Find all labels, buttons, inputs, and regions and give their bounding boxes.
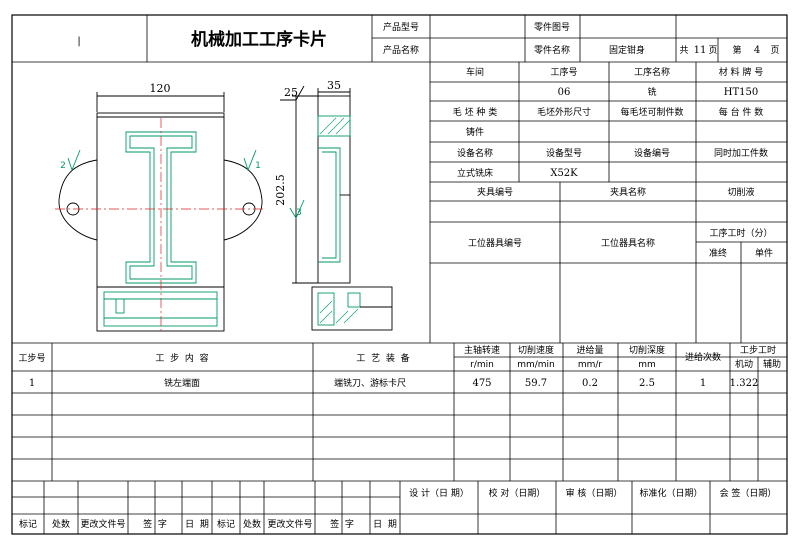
- passes-header: 进给次数: [685, 351, 721, 363]
- sheet-label: 第: [732, 44, 741, 56]
- step-row-passes: 1: [700, 378, 706, 389]
- signature-label-1: 签 字: [143, 518, 167, 530]
- part-drawing: 120 2 1: [55, 79, 393, 334]
- standardization-date-label: 标准化（日期）: [639, 487, 702, 499]
- workshop-label: 车间: [466, 66, 484, 78]
- side-view: [280, 85, 393, 331]
- process-time-label: 工序工时（分）: [709, 227, 772, 239]
- part-name-value: 固定钳身: [609, 44, 645, 56]
- card-grid: [11, 14, 788, 535]
- simultaneous-count-label: 同时加工件数: [714, 147, 768, 159]
- page-no: 4: [754, 45, 760, 56]
- dimension-angle: 25: [284, 86, 298, 99]
- datum-right: 1: [255, 161, 261, 171]
- count-label-2: 处数: [243, 518, 261, 530]
- per-blank-label: 每毛坯可制件数: [620, 106, 683, 118]
- equipment-model-value: X52K: [550, 168, 578, 179]
- equipment-header: 工 艺 装 备: [356, 352, 409, 364]
- review-date-label: 审 核（日期）: [566, 487, 623, 499]
- dimension-height: 202.5: [274, 174, 287, 206]
- signature-label-2: 签 字: [330, 518, 354, 530]
- unit-time-label: 单件: [755, 247, 773, 259]
- product-name-label: 产品名称: [383, 44, 419, 56]
- material-value: HT150: [724, 87, 758, 98]
- page-unit-2: 页: [770, 45, 779, 56]
- coolant-label: 切削液: [727, 186, 754, 198]
- cut-speed-unit: mm/min: [517, 360, 555, 370]
- step-row: 1 铣左端面 端铣刀、游标卡尺 475 59.7 0.2 2.5 1 1.322: [29, 377, 759, 389]
- station-tool-name-label: 工位器具名称: [601, 237, 655, 249]
- depth-header: 切削深度: [629, 344, 665, 356]
- aux-time-header: 辅助: [763, 358, 781, 370]
- equipment-model-label: 设备型号: [546, 147, 582, 159]
- check-date-label: 校 对（日期）: [489, 487, 546, 499]
- prep-time-label: 准终: [709, 247, 727, 259]
- change-doc-label-2: 更改文件号: [267, 518, 312, 530]
- mark-label-2: 标记: [217, 518, 235, 530]
- part-name-label: 零件名称: [534, 44, 570, 56]
- material-label: 材 料 牌 号: [719, 66, 764, 78]
- count-label-1: 处数: [52, 518, 70, 530]
- page-unit-1: 页: [708, 45, 717, 56]
- fixture-no-label: 夹具编号: [477, 186, 513, 198]
- step-time-header: 工步工时: [740, 344, 776, 356]
- equipment-name-label: 设备名称: [457, 147, 493, 159]
- step-row-depth: 2.5: [639, 378, 655, 389]
- depth-unit: mm: [638, 360, 656, 370]
- datum-side: 3: [296, 208, 302, 218]
- dimension-depth: 35: [327, 79, 341, 92]
- feed-header: 进给量: [576, 344, 603, 356]
- equipment-no-label: 设备编号: [634, 147, 670, 159]
- machine-time-header: 机动: [735, 358, 753, 370]
- step-row-content: 铣左端面: [164, 377, 200, 389]
- spindle-header: 主轴转速: [464, 344, 500, 356]
- process-name-label: 工序名称: [634, 66, 670, 78]
- card-title: 机械加工工序卡片: [191, 29, 327, 50]
- cut-speed-header: 切削速度: [518, 344, 554, 356]
- process-no-label: 工序号: [550, 66, 577, 78]
- blank-size-label: 毛坯外形尺寸: [537, 106, 591, 118]
- step-row-no: 1: [29, 378, 35, 389]
- blank-type-value: 铸件: [466, 126, 484, 138]
- total-pages: 11: [694, 45, 707, 56]
- step-row-cut-speed: 59.7: [525, 378, 547, 389]
- step-content-header: 工 步 内 容: [155, 352, 208, 364]
- per-unit-label: 每 台 件 数: [719, 106, 764, 118]
- countersign-date-label: 会 签（日期）: [720, 487, 777, 499]
- process-name-value: 铣: [647, 86, 656, 98]
- product-model-label: 产品型号: [383, 21, 419, 33]
- step-row-equipment: 端铣刀、游标卡尺: [334, 377, 406, 389]
- spindle-unit: r/min: [470, 360, 494, 370]
- front-view: [55, 92, 266, 334]
- header-mark: |: [77, 36, 80, 47]
- blank-type-label: 毛 坯 种 类: [453, 106, 498, 118]
- step-row-feed: 0.2: [582, 378, 598, 389]
- date-label-2: 日 期: [373, 519, 397, 530]
- feed-unit: mm/r: [578, 360, 603, 370]
- design-date-label: 设 计（日 期）: [409, 487, 469, 499]
- datum-left: 2: [60, 161, 66, 171]
- process-no-value: 06: [558, 87, 571, 98]
- part-drawing-no-label: 零件图号: [534, 21, 570, 33]
- change-doc-label-1: 更改文件号: [80, 518, 125, 530]
- mark-label-1: 标记: [19, 518, 37, 530]
- step-row-spindle: 475: [472, 378, 491, 389]
- dimension-width: 120: [150, 82, 171, 95]
- station-tool-no-label: 工位器具编号: [468, 237, 522, 249]
- step-no-header: 工步号: [18, 353, 45, 364]
- fixture-name-label: 夹具名称: [610, 186, 646, 198]
- equipment-name-value: 立式铣床: [457, 167, 493, 179]
- total-label: 共: [679, 45, 688, 56]
- date-label-1: 日 期: [185, 519, 209, 530]
- step-row-machine-time: 1.322: [730, 378, 759, 389]
